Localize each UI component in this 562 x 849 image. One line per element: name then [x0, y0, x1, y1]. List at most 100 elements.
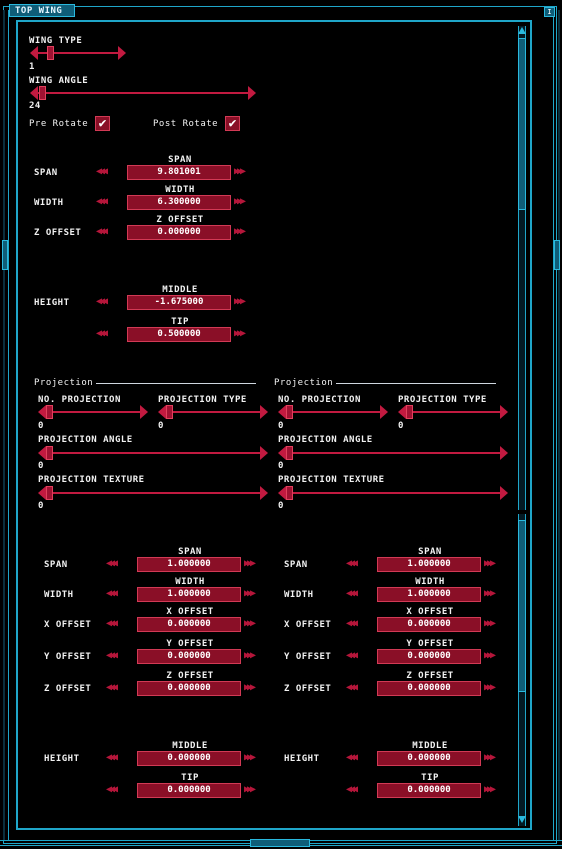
slider-right-end-icon[interactable]: [248, 86, 256, 100]
middle-increment-icon-left[interactable]: ▶▶▶: [244, 752, 256, 763]
slider-track[interactable]: [44, 452, 264, 454]
middle-field[interactable]: -1.675000: [127, 295, 231, 310]
middle-field-right[interactable]: 0.000000: [377, 751, 481, 766]
scrollbar-upper[interactable]: [518, 26, 526, 510]
width-field[interactable]: 6.300000: [127, 195, 231, 210]
middle-increment-icon[interactable]: ▶▶▶: [234, 296, 246, 307]
slider-track[interactable]: [44, 492, 264, 494]
middle-decrement-icon[interactable]: ◀◀◀: [96, 296, 108, 307]
z-offset-field-right[interactable]: 0.000000: [377, 681, 481, 696]
tip-field[interactable]: 0.500000: [127, 327, 231, 342]
frame-handle-left[interactable]: [2, 240, 8, 270]
width-decrement-icon-left[interactable]: ◀◀◀: [106, 588, 118, 599]
slider-right-end-icon[interactable]: [260, 446, 268, 460]
middle-decrement-icon-right[interactable]: ◀◀◀: [346, 752, 358, 763]
tip-decrement-icon-left[interactable]: ◀◀◀: [106, 784, 118, 795]
width-increment-icon-right[interactable]: ▶▶▶: [484, 588, 496, 599]
span-increment-icon[interactable]: ▶▶▶: [234, 166, 246, 177]
y-offset-increment-icon-left[interactable]: ▶▶▶: [244, 650, 256, 661]
y-offset-decrement-icon-right[interactable]: ◀◀◀: [346, 650, 358, 661]
slider-right-end-icon[interactable]: [500, 405, 508, 419]
x-offset-increment-icon-right[interactable]: ▶▶▶: [484, 618, 496, 629]
y-offset-decrement-icon-left[interactable]: ◀◀◀: [106, 650, 118, 661]
z-offset-decrement-icon[interactable]: ◀◀◀: [96, 226, 108, 237]
x-offset-decrement-icon-left[interactable]: ◀◀◀: [106, 618, 118, 629]
slider-left-end-icon[interactable]: [278, 446, 286, 460]
slider-thumb[interactable]: [46, 446, 53, 460]
scrollbar-lower-thumb[interactable]: [518, 520, 526, 692]
y-offset-increment-icon-right[interactable]: ▶▶▶: [484, 650, 496, 661]
slider-thumb[interactable]: [46, 405, 53, 419]
slider-right-end-icon[interactable]: [260, 486, 268, 500]
z-offset-decrement-icon-right[interactable]: ◀◀◀: [346, 682, 358, 693]
width-increment-icon-left[interactable]: ▶▶▶: [244, 588, 256, 599]
width-decrement-icon[interactable]: ◀◀◀: [96, 196, 108, 207]
slider-right-end-icon[interactable]: [500, 446, 508, 460]
span-field-right[interactable]: 1.000000: [377, 557, 481, 572]
tip-increment-icon-right[interactable]: ▶▶▶: [484, 784, 496, 795]
scrollbar-upper-thumb[interactable]: [518, 38, 526, 210]
width-field-right[interactable]: 1.000000: [377, 587, 481, 602]
tip-field-right[interactable]: 0.000000: [377, 783, 481, 798]
slider-thumb[interactable]: [46, 486, 53, 500]
slider-right-end-icon[interactable]: [140, 405, 148, 419]
slider-thumb[interactable]: [39, 86, 46, 100]
slider-track[interactable]: [284, 492, 504, 494]
z-offset-field[interactable]: 0.000000: [127, 225, 231, 240]
slider-left-end-icon[interactable]: [158, 405, 166, 419]
span-field[interactable]: 9.801001: [127, 165, 231, 180]
slider-thumb[interactable]: [286, 405, 293, 419]
slider-track[interactable]: [36, 92, 252, 94]
z-offset-increment-icon-right[interactable]: ▶▶▶: [484, 682, 496, 693]
scroll-down-arrow-icon[interactable]: [518, 816, 526, 823]
slider-left-end-icon[interactable]: [278, 486, 286, 500]
z-offset-increment-icon-left[interactable]: ▶▶▶: [244, 682, 256, 693]
slider-left-end-icon[interactable]: [38, 405, 46, 419]
slider-track[interactable]: [44, 411, 144, 413]
slider-track[interactable]: [36, 52, 122, 54]
y-offset-field-right[interactable]: 0.000000: [377, 649, 481, 664]
width-decrement-icon-right[interactable]: ◀◀◀: [346, 588, 358, 599]
span-field-left[interactable]: 1.000000: [137, 557, 241, 572]
x-offset-increment-icon-left[interactable]: ▶▶▶: [244, 618, 256, 629]
slider-left-end-icon[interactable]: [278, 405, 286, 419]
slider-thumb[interactable]: [166, 405, 173, 419]
tip-decrement-icon-right[interactable]: ◀◀◀: [346, 784, 358, 795]
span-increment-icon-right[interactable]: ▶▶▶: [484, 558, 496, 569]
slider-thumb[interactable]: [286, 446, 293, 460]
middle-increment-icon-right[interactable]: ▶▶▶: [484, 752, 496, 763]
slider-right-end-icon[interactable]: [260, 405, 268, 419]
post-rotate-checkbox[interactable]: ✔: [225, 116, 240, 131]
slider-track[interactable]: [164, 411, 264, 413]
slider-right-end-icon[interactable]: [380, 405, 388, 419]
tip-increment-icon[interactable]: ▶▶▶: [234, 328, 246, 339]
window-title-tab[interactable]: [9, 4, 75, 17]
frame-handle-bottom[interactable]: [250, 839, 310, 847]
span-increment-icon-left[interactable]: ▶▶▶: [244, 558, 256, 569]
y-offset-field-left[interactable]: 0.000000: [137, 649, 241, 664]
slider-left-end-icon[interactable]: [38, 486, 46, 500]
slider-left-end-icon[interactable]: [398, 405, 406, 419]
z-offset-decrement-icon-left[interactable]: ◀◀◀: [106, 682, 118, 693]
window-corner-button[interactable]: I: [544, 7, 555, 17]
slider-track[interactable]: [284, 411, 384, 413]
scroll-up-arrow-icon[interactable]: [518, 27, 526, 34]
slider-thumb[interactable]: [286, 486, 293, 500]
z-offset-increment-icon[interactable]: ▶▶▶: [234, 226, 246, 237]
width-field-left[interactable]: 1.000000: [137, 587, 241, 602]
span-decrement-icon-left[interactable]: ◀◀◀: [106, 558, 118, 569]
middle-field-left[interactable]: 0.000000: [137, 751, 241, 766]
span-decrement-icon-right[interactable]: ◀◀◀: [346, 558, 358, 569]
slider-right-end-icon[interactable]: [118, 46, 126, 60]
slider-track[interactable]: [284, 452, 504, 454]
pre-rotate-checkbox[interactable]: ✔: [95, 116, 110, 131]
tip-increment-icon-left[interactable]: ▶▶▶: [244, 784, 256, 795]
slider-thumb[interactable]: [47, 46, 54, 60]
slider-left-end-icon[interactable]: [30, 46, 38, 60]
x-offset-decrement-icon-right[interactable]: ◀◀◀: [346, 618, 358, 629]
slider-left-end-icon[interactable]: [38, 446, 46, 460]
x-offset-field-left[interactable]: 0.000000: [137, 617, 241, 632]
z-offset-field-left[interactable]: 0.000000: [137, 681, 241, 696]
tip-field-left[interactable]: 0.000000: [137, 783, 241, 798]
slider-track[interactable]: [404, 411, 504, 413]
